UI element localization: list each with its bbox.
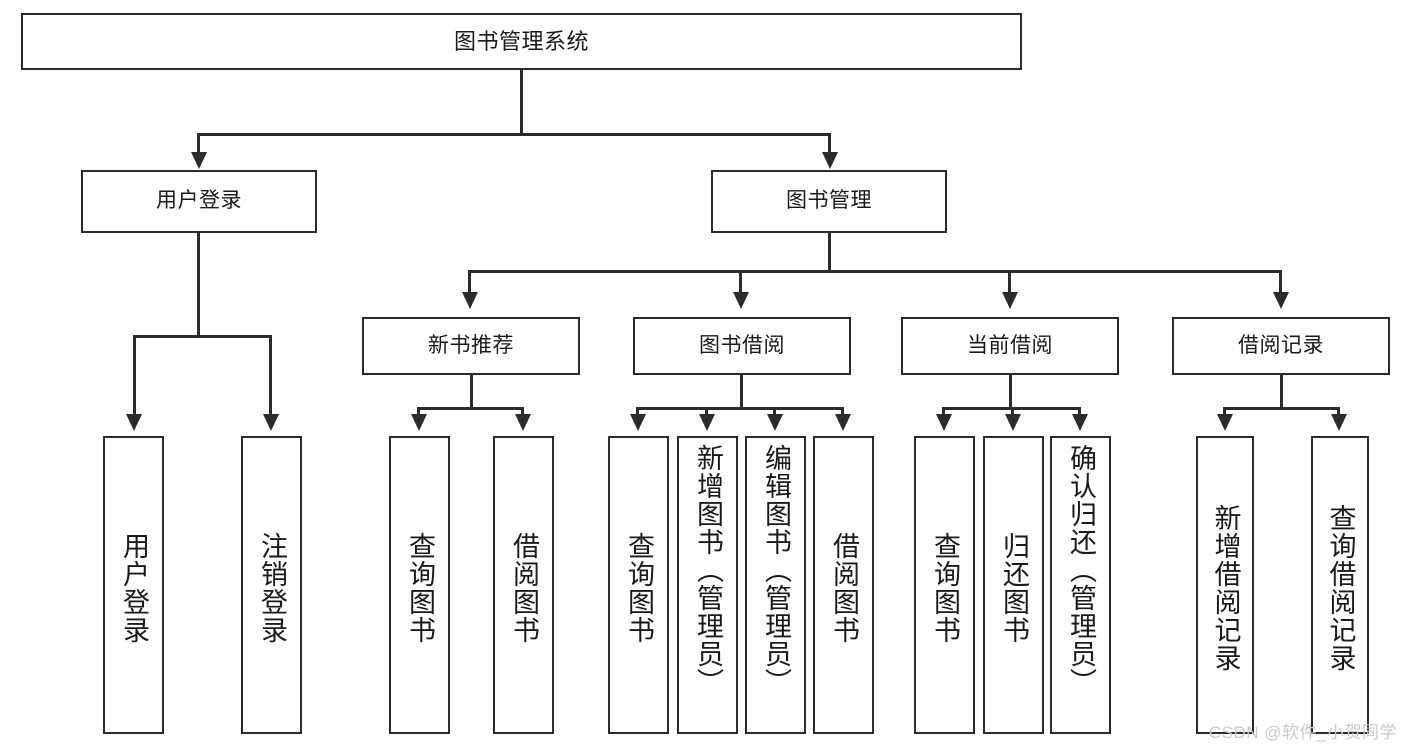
node-book-borrow[interactable]: 图书借阅 — [633, 317, 851, 375]
arrow-to-current-borrow — [1002, 292, 1018, 309]
node-label: 查询图书 — [930, 532, 960, 644]
arrow-to-leaf-borrow-book-a — [515, 414, 531, 431]
arrow-to-leaf-return-book — [1005, 414, 1021, 431]
node-label: 查询借阅记录 — [1325, 504, 1356, 672]
connector-borrow-record-stem — [1280, 375, 1283, 407]
connector-book-mgmt-stem — [828, 233, 831, 270]
arrow-to-leaf-edit-book — [767, 414, 783, 431]
connector-root-stem — [520, 70, 523, 133]
connector-user-login-stem — [197, 233, 200, 335]
arrow-to-user-login — [191, 152, 207, 169]
arrow-to-book-borrow — [733, 292, 749, 309]
connector-book-mgmt-drop-2 — [739, 270, 742, 294]
arrow-to-leaf-confirm-return — [1072, 414, 1088, 431]
connector-new-book-drop-1 — [417, 407, 420, 417]
connector-borrow-record-drop-2 — [1337, 407, 1340, 417]
leaf-confirm-return-admin[interactable]: 确认归还（管理员） — [1050, 436, 1111, 734]
node-label: 新书推荐 — [428, 333, 514, 357]
arrow-to-leaf-borrow-book-b — [835, 414, 851, 431]
node-label: 用户登录 — [156, 189, 242, 213]
connector-borrow-record-bus — [1223, 407, 1339, 410]
connector-new-book-stem — [470, 375, 473, 407]
connector-book-mgmt-drop-4 — [1279, 270, 1282, 294]
leaf-query-book-new[interactable]: 查询图书 — [389, 436, 450, 734]
leaf-user-login[interactable]: 用户登录 — [103, 436, 164, 734]
node-label: 注销登录 — [257, 532, 287, 644]
arrow-to-leaf-query-book-c — [936, 414, 952, 431]
connector-book-borrow-stem — [740, 375, 743, 407]
leaf-edit-book-admin[interactable]: 编辑图书（管理员） — [745, 436, 806, 734]
node-label: 借阅图书 — [509, 532, 539, 644]
arrow-to-leaf-add-record — [1217, 414, 1233, 431]
connector-book-mgmt-drop-3 — [1008, 270, 1011, 294]
arrow-to-leaf-add-book — [699, 414, 715, 431]
connector-book-borrow-drop-4 — [841, 407, 844, 417]
connector-current-borrow-drop-2 — [1011, 407, 1014, 417]
node-label: 确认归还（管理员） — [1066, 444, 1096, 696]
leaf-query-borrow-record[interactable]: 查询借阅记录 — [1311, 436, 1369, 734]
node-label: 归还图书 — [999, 532, 1029, 644]
node-user-login[interactable]: 用户登录 — [81, 170, 317, 233]
arrow-to-new-book-rec — [462, 292, 478, 309]
arrow-to-leaf-user-login — [126, 414, 142, 431]
node-label: 图书借阅 — [699, 333, 785, 357]
connector-book-mgmt-bus — [468, 270, 1282, 273]
connector-current-borrow-drop-3 — [1078, 407, 1081, 417]
leaf-query-book-current[interactable]: 查询图书 — [914, 436, 975, 734]
arrow-to-leaf-logout — [263, 414, 279, 431]
node-label: 当前借阅 — [967, 333, 1053, 357]
node-label: 借阅图书 — [829, 532, 859, 644]
leaf-query-book-borrow[interactable]: 查询图书 — [608, 436, 669, 734]
connector-new-book-bus — [417, 407, 524, 410]
node-label: 用户登录 — [119, 532, 149, 644]
node-label: 新增借阅记录 — [1210, 504, 1241, 672]
connector-root-to-book-mgmt — [828, 133, 831, 155]
node-label: 图书管理系统 — [453, 28, 589, 54]
leaf-return-book[interactable]: 归还图书 — [983, 436, 1044, 734]
connector-current-borrow-stem — [1009, 375, 1012, 407]
node-borrow-record[interactable]: 借阅记录 — [1172, 317, 1390, 375]
connector-root-bus — [197, 133, 831, 136]
node-label: 新增图书（管理员） — [693, 444, 723, 696]
connector-user-login-bus — [133, 335, 272, 338]
leaf-borrow-book-new[interactable]: 借阅图书 — [493, 436, 554, 734]
leaf-add-book-admin[interactable]: 新增图书（管理员） — [677, 436, 738, 734]
node-book-management[interactable]: 图书管理 — [711, 170, 947, 233]
connector-book-borrow-drop-2 — [705, 407, 708, 417]
node-label: 借阅记录 — [1238, 333, 1324, 357]
node-current-borrow[interactable]: 当前借阅 — [901, 317, 1119, 375]
node-label: 查询图书 — [624, 532, 654, 644]
node-label: 编辑图书（管理员） — [761, 444, 791, 696]
connector-root-to-user-login — [197, 133, 200, 155]
node-root-system[interactable]: 图书管理系统 — [21, 13, 1022, 70]
node-label: 图书管理 — [786, 189, 872, 213]
node-new-book-recommend[interactable]: 新书推荐 — [362, 317, 580, 375]
connector-current-borrow-drop-1 — [942, 407, 945, 417]
connector-user-login-drop-1 — [133, 335, 136, 417]
connector-current-borrow-bus — [942, 407, 1079, 410]
connector-book-borrow-drop-1 — [636, 407, 639, 417]
connector-book-mgmt-drop-1 — [468, 270, 471, 294]
connector-user-login-drop-2 — [269, 335, 272, 417]
connector-book-borrow-drop-3 — [773, 407, 776, 417]
arrow-to-leaf-query-record — [1331, 414, 1347, 431]
arrow-to-leaf-query-book-a — [411, 414, 427, 431]
connector-borrow-record-drop-1 — [1223, 407, 1226, 417]
leaf-logout[interactable]: 注销登录 — [241, 436, 302, 734]
connector-book-borrow-bus — [636, 407, 844, 410]
node-label: 查询图书 — [405, 532, 435, 644]
leaf-borrow-book-borrow[interactable]: 借阅图书 — [813, 436, 874, 734]
leaf-add-borrow-record[interactable]: 新增借阅记录 — [1196, 436, 1254, 734]
connector-new-book-drop-2 — [521, 407, 524, 417]
arrow-to-book-mgmt — [822, 152, 838, 169]
arrow-to-borrow-record — [1273, 292, 1289, 309]
arrow-to-leaf-query-book-b — [630, 414, 646, 431]
